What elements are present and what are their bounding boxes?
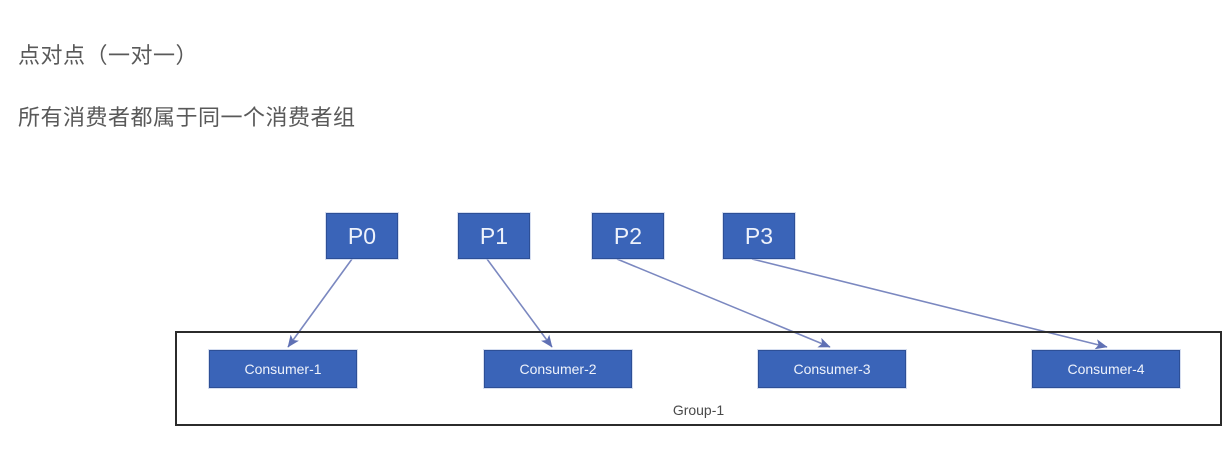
partition-node-p1[interactable]: P1	[458, 213, 530, 259]
consumer-node-4-label: Consumer-4	[1067, 361, 1145, 377]
partition-node-p1-label: P1	[479, 222, 509, 249]
consumer-node-3[interactable]: Consumer-3	[758, 350, 906, 388]
consumer-node-2[interactable]: Consumer-2	[484, 350, 632, 388]
partition-node-p2-label: P2	[613, 222, 643, 249]
consumer-node-4[interactable]: Consumer-4	[1032, 350, 1180, 388]
heading-line-2: 所有消费者都属于同一个消费者组	[18, 105, 356, 130]
consumer-node-1[interactable]: Consumer-1	[209, 350, 357, 388]
partition-node-p3-label: P3	[744, 222, 774, 249]
consumer-group-container: Group-1	[175, 331, 1222, 426]
partition-node-p3[interactable]: P3	[723, 213, 795, 259]
consumer-node-3-label: Consumer-3	[793, 361, 871, 377]
partition-node-p0-label: P0	[347, 222, 377, 249]
partition-node-p0[interactable]: P0	[326, 213, 398, 259]
consumer-node-2-label: Consumer-2	[519, 361, 597, 377]
consumer-group-label: Group-1	[672, 402, 725, 418]
heading-line-1: 点对点（一对一）	[18, 43, 199, 68]
partition-node-p2[interactable]: P2	[592, 213, 664, 259]
consumer-node-1-label: Consumer-1	[244, 361, 322, 377]
